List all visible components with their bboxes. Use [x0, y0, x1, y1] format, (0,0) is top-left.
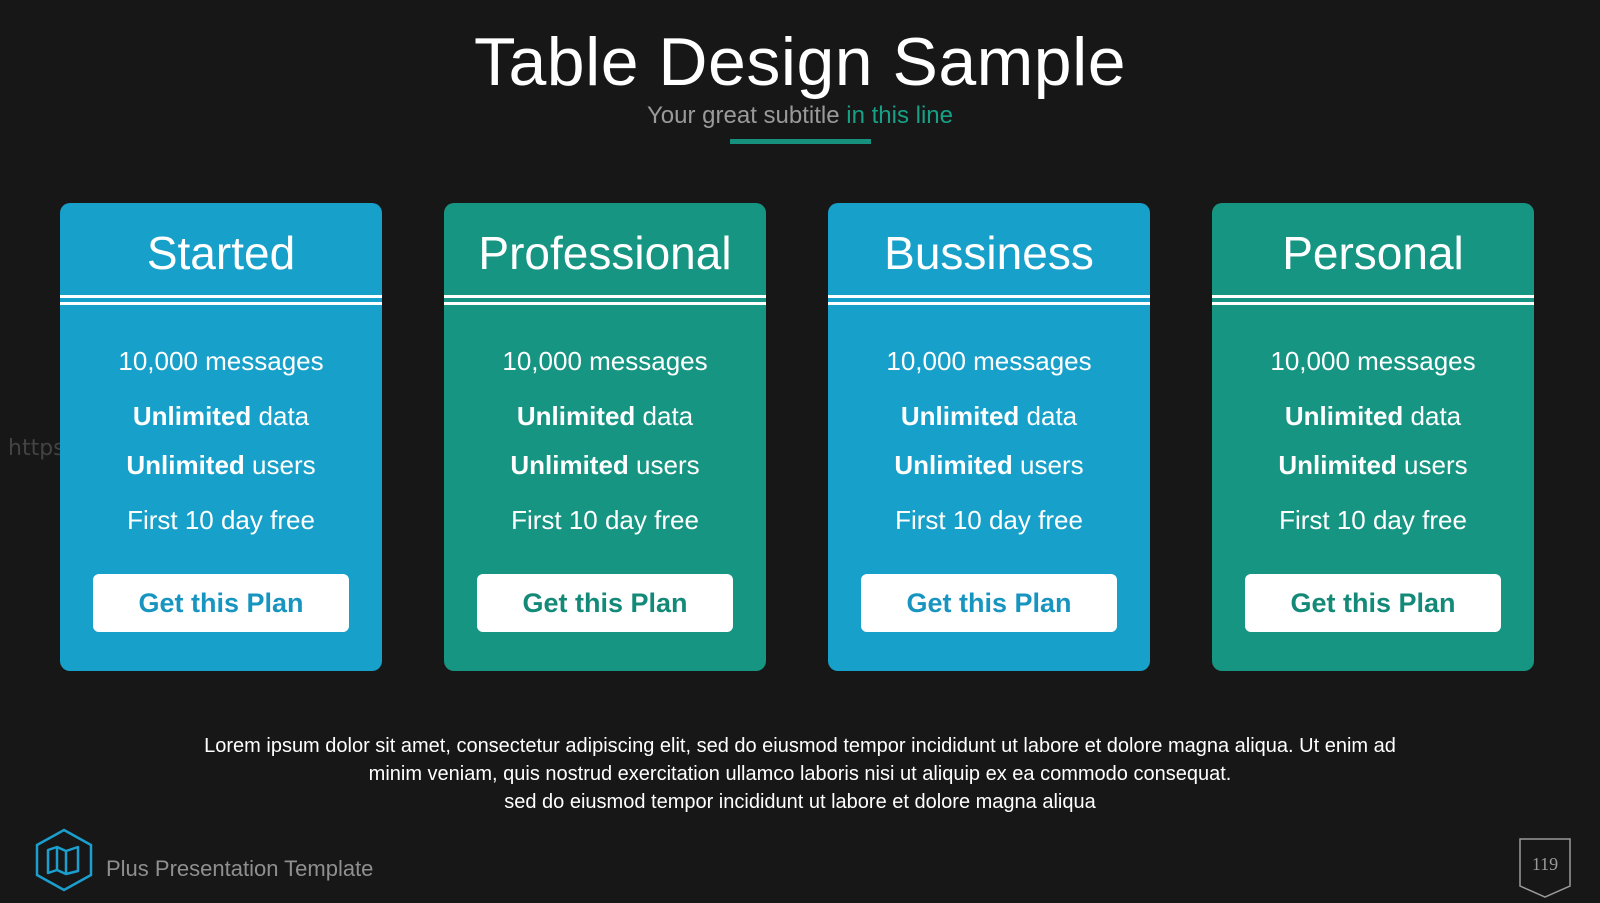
feature-users-rest: users	[628, 450, 700, 480]
feature-users-rest: users	[1012, 450, 1084, 480]
footer-template-name: Plus Presentation Template	[106, 856, 374, 881]
body-line: minim veniam, quis nostrud exercitation …	[368, 763, 1232, 785]
feature-users: Unlimited users	[60, 450, 382, 481]
feature-trial: First 10 day free	[895, 505, 1083, 535]
divider	[60, 302, 382, 305]
feature-data: Unlimited data	[1212, 401, 1534, 432]
subtitle: Your great subtitle in this line	[0, 100, 1600, 132]
get-plan-button[interactable]: Get this Plan	[477, 574, 733, 632]
plan-card-personal: Personal 10,000 messages Unlimited data …	[1212, 203, 1534, 671]
plan-name: Started	[146, 227, 296, 279]
feature-data-rest: data	[251, 401, 310, 431]
plan-name: Personal	[1282, 227, 1464, 279]
body-paragraph: Lorem ipsum dolor sit amet, consectetur …	[130, 732, 1470, 816]
feature-users-bold: Unlimited	[1278, 450, 1397, 480]
feature-data-bold: Unlimited	[900, 401, 1020, 431]
plan-name: Bussiness	[884, 227, 1094, 279]
feature-users-rest: users	[1396, 450, 1468, 480]
subtitle-highlight: in this line	[846, 102, 953, 129]
feature-users-bold: Unlimited	[510, 450, 629, 480]
feature-users: Unlimited users	[828, 450, 1150, 481]
divider	[60, 295, 382, 298]
plan-card-professional: Professional 10,000 messages Unlimited d…	[444, 203, 766, 671]
map-icon	[34, 828, 94, 892]
feature-messages: 10,000 messages	[118, 346, 324, 376]
feature-trial: First 10 day free	[511, 505, 699, 535]
feature-users-rest: users	[244, 450, 316, 480]
feature-messages: 10,000 messages	[1270, 346, 1476, 376]
divider	[444, 295, 766, 298]
get-plan-button[interactable]: Get this Plan	[1245, 574, 1501, 632]
page-number-badge	[1519, 838, 1571, 898]
subtitle-main: Your great subtitle	[647, 102, 840, 129]
subtitle-underline	[730, 139, 871, 144]
feature-messages: 10,000 messages	[502, 346, 708, 376]
feature-messages: 10,000 messages	[886, 346, 1092, 376]
feature-users-bold: Unlimited	[126, 450, 245, 480]
plan-card-bussiness: Bussiness 10,000 messages Unlimited data…	[828, 203, 1150, 671]
get-plan-button[interactable]: Get this Plan	[861, 574, 1117, 632]
feature-data: Unlimited data	[828, 401, 1150, 432]
plan-name: Professional	[478, 227, 732, 279]
get-plan-button[interactable]: Get this Plan	[93, 574, 349, 632]
feature-trial: First 10 day free	[1279, 505, 1467, 535]
feature-users: Unlimited users	[1212, 450, 1534, 481]
feature-users: Unlimited users	[444, 450, 766, 481]
feature-data-bold: Unlimited	[1284, 401, 1404, 431]
divider	[444, 302, 766, 305]
feature-data-rest: data	[635, 401, 694, 431]
feature-data-bold: Unlimited	[132, 401, 252, 431]
feature-data-bold: Unlimited	[516, 401, 636, 431]
feature-data: Unlimited data	[444, 401, 766, 432]
feature-data-rest: data	[1019, 401, 1078, 431]
body-line: sed do eiusmod tempor incididunt ut labo…	[504, 791, 1096, 813]
feature-data-rest: data	[1403, 401, 1462, 431]
divider	[1212, 295, 1534, 298]
body-line: Lorem ipsum dolor sit amet, consectetur …	[204, 735, 1396, 757]
divider	[1212, 302, 1534, 305]
plan-card-started: Started 10,000 messages Unlimited data U…	[60, 203, 382, 671]
divider	[828, 295, 1150, 298]
feature-data: Unlimited data	[60, 401, 382, 432]
feature-users-bold: Unlimited	[894, 450, 1013, 480]
page-title: Table Design Sample	[473, 24, 1127, 100]
feature-trial: First 10 day free	[127, 505, 315, 535]
divider	[828, 302, 1150, 305]
page-number: 119	[1531, 854, 1559, 874]
